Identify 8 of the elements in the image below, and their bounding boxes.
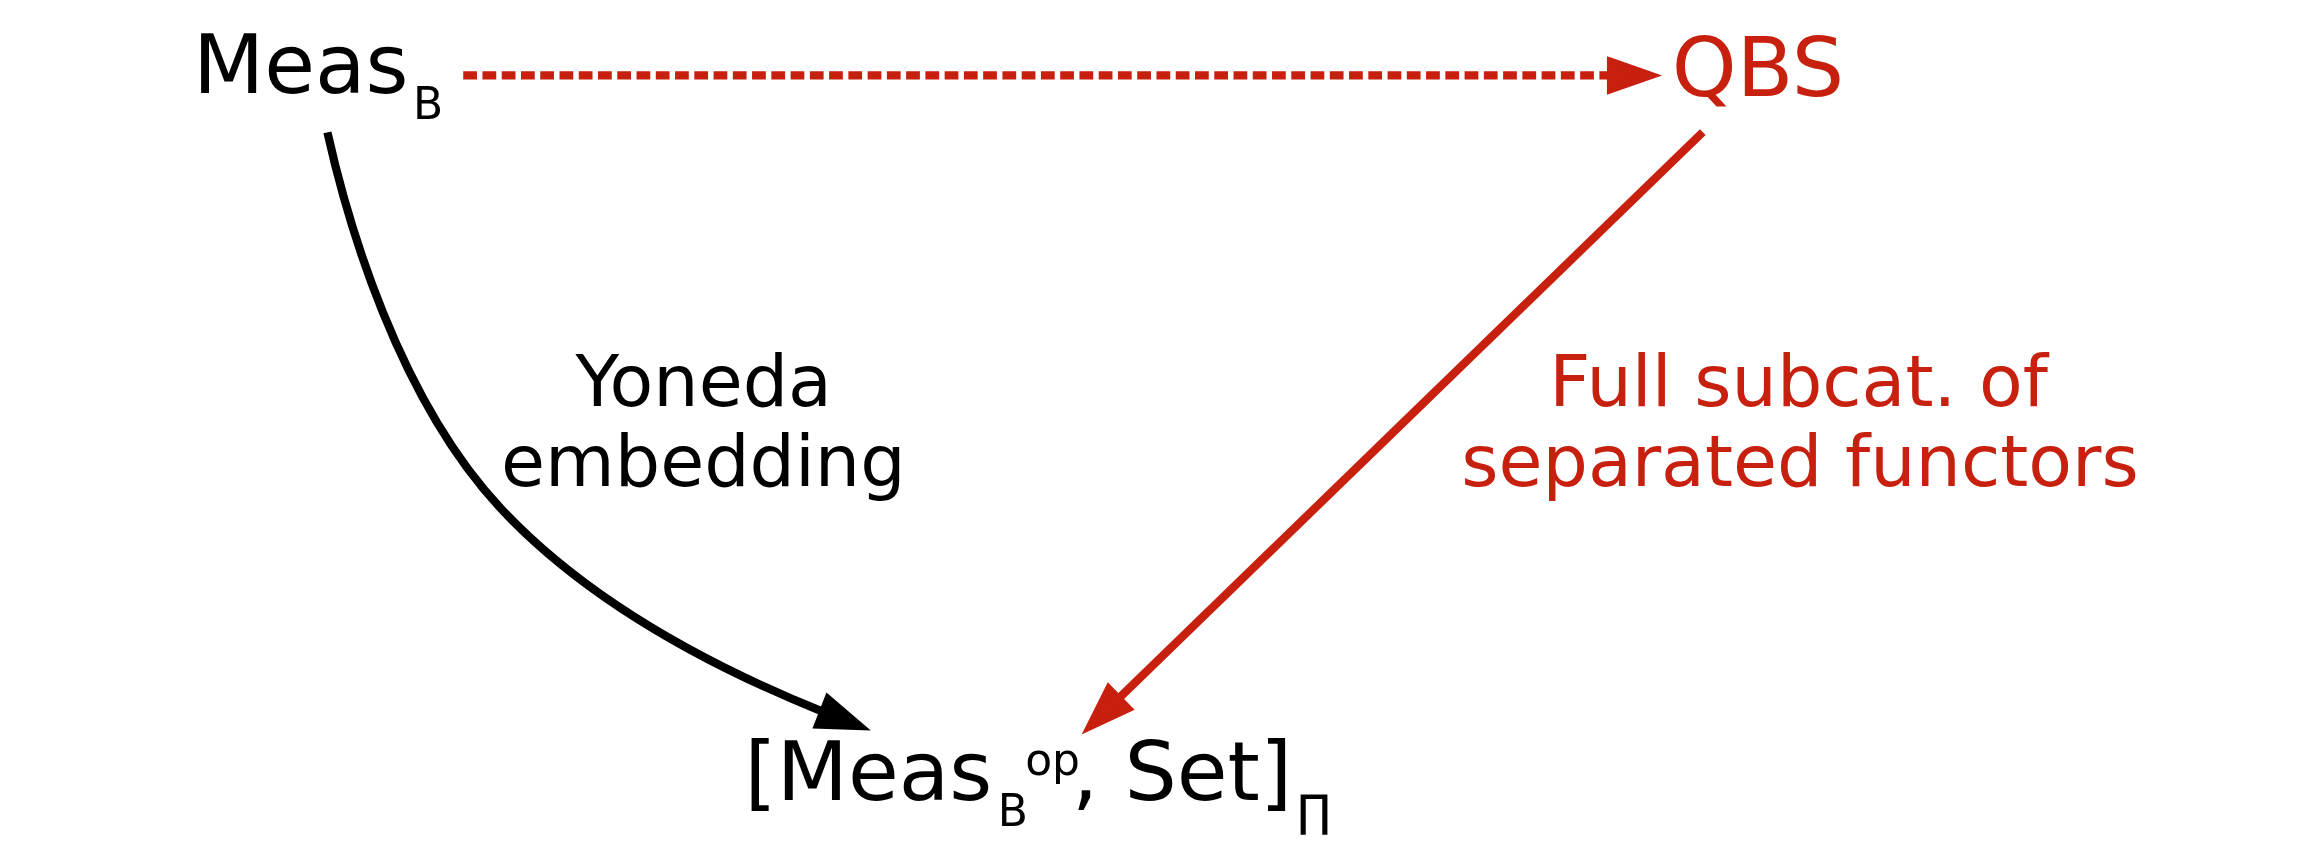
edge-label: Full subcat. of separated functors [1461,340,2139,504]
arrow [323,131,871,731]
node-text: [Meas$_{B}$$^{op}$, Set]$_{∏}$ [744,723,1331,836]
arrow [463,56,1663,95]
arrow [1081,129,1706,735]
node-text: Meas$_{B}$ [193,16,444,129]
edge-label: Yoneda embedding [501,340,906,504]
node-text: QBS [1671,19,1845,116]
